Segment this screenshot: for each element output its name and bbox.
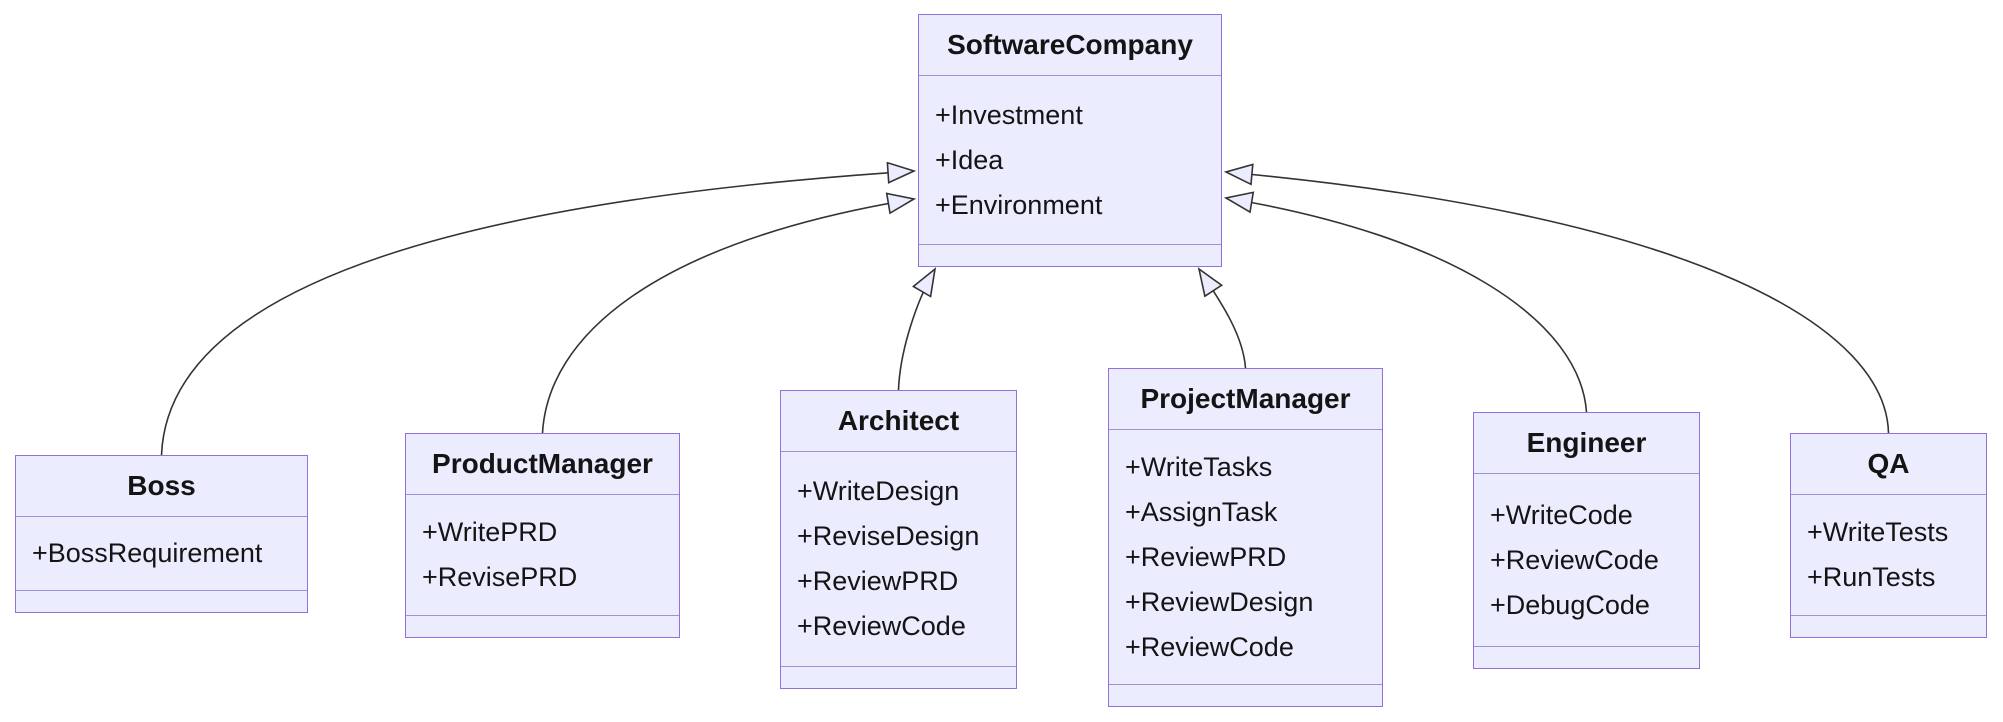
class-attribute: +DebugCode [1490, 589, 1650, 620]
class-attribute: +WriteDesign [797, 476, 960, 506]
class-attribute: +AssignTask [1125, 496, 1278, 527]
class-title: ProductManager [406, 434, 679, 495]
class-methods-empty [16, 590, 307, 612]
class-attribute: +Investment [935, 99, 1083, 130]
class-attribute: +ReviewPRD [797, 566, 959, 596]
class-methods-empty [406, 615, 679, 637]
class-box-boss: Boss +BossRequirement [15, 455, 308, 613]
class-methods-empty [1791, 615, 1986, 637]
class-title: Architect [781, 391, 1016, 452]
class-attribute: +WriteTests [1807, 517, 1949, 547]
edge-architect-extends-softwarecompany [897, 269, 936, 391]
class-box-softwarecompany: SoftwareCompany +Investment +Idea +Envir… [918, 14, 1222, 267]
class-attributes: +WriteDesign +ReviseDesign +ReviewPRD +R… [781, 452, 1016, 666]
class-attribute: +WritePRD [422, 517, 558, 547]
class-attribute: +ReviewPRD [1125, 541, 1287, 572]
class-title: QA [1791, 434, 1986, 495]
class-attribute: +BossRequirement [32, 538, 263, 568]
class-attribute: +ReviewCode [797, 611, 966, 641]
class-attribute: +ReviewCode [1490, 544, 1659, 575]
class-attribute: +WriteCode [1490, 499, 1633, 530]
class-attribute: +Idea [935, 144, 1004, 175]
class-box-projectmanager: ProjectManager +WriteTasks +AssignTask +… [1108, 368, 1383, 707]
class-title: Engineer [1474, 413, 1699, 474]
class-box-qa: QA +WriteTests +RunTests [1790, 433, 1987, 638]
class-attributes: +WritePRD +RevisePRD [406, 495, 679, 615]
class-attribute: +ReviseDesign [797, 521, 980, 551]
class-methods-empty [1474, 646, 1699, 668]
class-attributes: +WriteTasks +AssignTask +ReviewPRD +Revi… [1109, 430, 1382, 684]
class-attributes: +Investment +Idea +Environment [919, 76, 1221, 244]
class-box-architect: Architect +WriteDesign +ReviseDesign +Re… [780, 390, 1017, 689]
class-box-productmanager: ProductManager +WritePRD +RevisePRD [405, 433, 680, 638]
class-title: SoftwareCompany [919, 15, 1221, 76]
class-title: Boss [16, 456, 307, 517]
class-attribute: +WriteTasks [1125, 451, 1273, 482]
class-box-engineer: Engineer +WriteCode +ReviewCode +DebugCo… [1473, 412, 1700, 669]
class-attribute: +Environment [935, 189, 1103, 220]
class-attribute: +ReviewDesign [1125, 586, 1314, 617]
class-attributes: +WriteTests +RunTests [1791, 495, 1986, 615]
class-methods-empty [781, 666, 1016, 688]
edge-productmanager-extends-softwarecompany [541, 199, 915, 434]
class-attribute: +ReviewCode [1125, 631, 1294, 662]
class-attribute: +RevisePRD [422, 562, 578, 592]
edge-qa-extends-softwarecompany [1226, 172, 1890, 434]
edge-engineer-extends-softwarecompany [1226, 198, 1588, 413]
edge-projectmanager-extends-softwarecompany [1199, 269, 1247, 369]
class-methods-empty [919, 244, 1221, 266]
edge-boss-extends-softwarecompany [160, 171, 915, 456]
class-attribute: +RunTests [1807, 562, 1936, 592]
class-attributes: +BossRequirement [16, 517, 307, 590]
class-attributes: +WriteCode +ReviewCode +DebugCode [1474, 474, 1699, 646]
class-title: ProjectManager [1109, 369, 1382, 430]
class-methods-empty [1109, 684, 1382, 706]
